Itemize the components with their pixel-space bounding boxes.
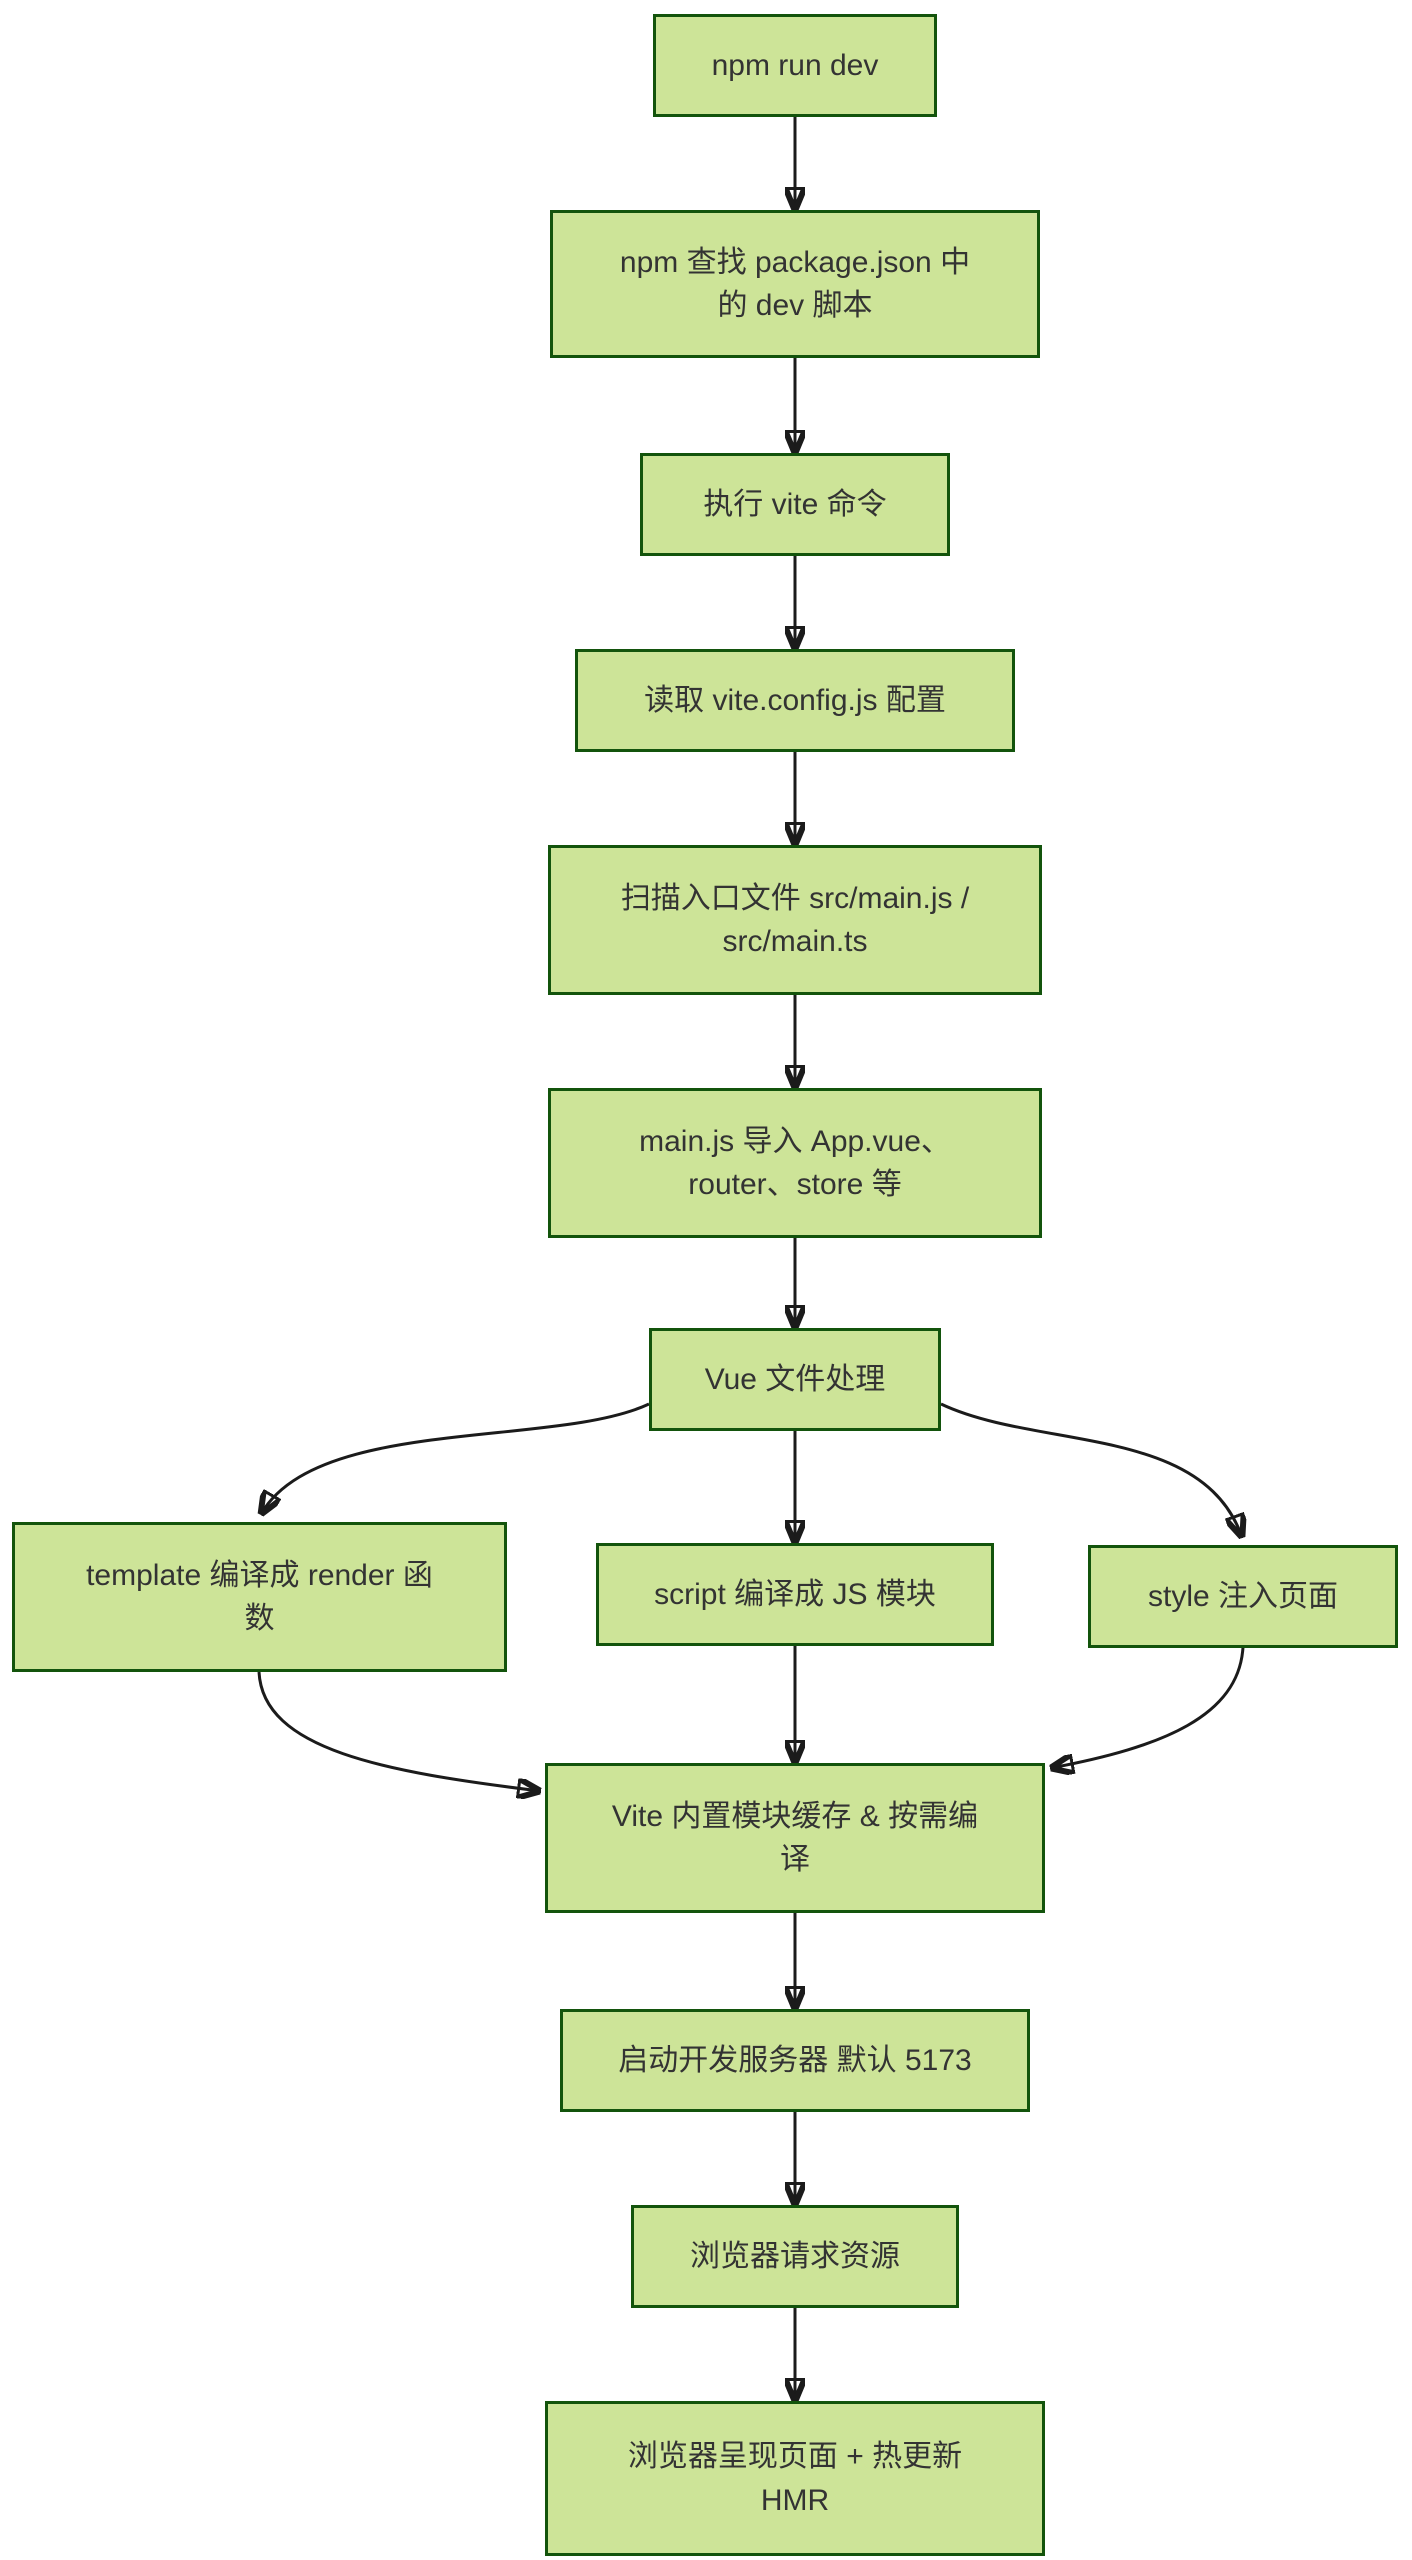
- flow-node-browser-render: 浏览器呈现页面 + 热更新 HMR: [545, 2401, 1045, 2556]
- flow-node-scan-entry: 扫描入口文件 src/main.js / src/main.ts: [548, 845, 1042, 995]
- flow-node-browser-request: 浏览器请求资源: [631, 2205, 959, 2308]
- flow-node-template-compile: template 编译成 render 函 数: [12, 1522, 507, 1672]
- flow-node-run-vite: 执行 vite 命令: [640, 453, 950, 556]
- flow-node-start: npm run dev: [653, 14, 937, 117]
- flow-node-vite-cache: Vite 内置模块缓存 & 按需编 译: [545, 1763, 1045, 1913]
- flow-node-script-compile: script 编译成 JS 模块: [596, 1543, 994, 1646]
- flow-node-find-script: npm 查找 package.json 中 的 dev 脚本: [550, 210, 1040, 358]
- edge-template-vite-cache: [257, 1671, 540, 1791]
- flow-node-dev-server: 启动开发服务器 默认 5173: [560, 2009, 1030, 2112]
- flow-node-main-imports: main.js 导入 App.vue、 router、store 等: [548, 1088, 1042, 1238]
- flow-node-vue-process: Vue 文件处理: [649, 1328, 941, 1431]
- edge-style-vite-cache: [1051, 1646, 1245, 1768]
- flow-node-read-config: 读取 vite.config.js 配置: [575, 649, 1015, 752]
- flow-node-style-inject: style 注入页面: [1088, 1545, 1398, 1648]
- edge-vue-process-style: [940, 1402, 1242, 1537]
- edge-vue-process-template: [261, 1402, 650, 1514]
